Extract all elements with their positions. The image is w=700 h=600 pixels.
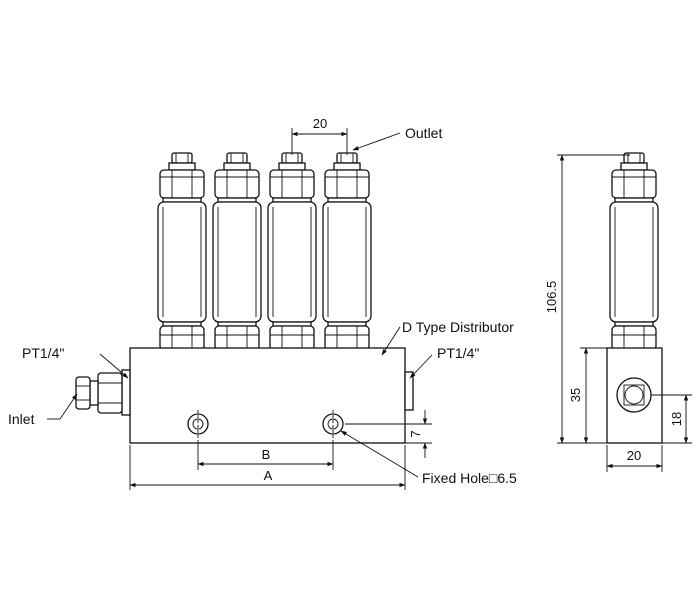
block-height-dimension: 35: [568, 388, 583, 402]
a-dimension: A: [264, 468, 273, 483]
pitch-dimension: 20: [313, 116, 327, 131]
b-dimension: B: [262, 447, 271, 462]
side-valve: [609, 152, 659, 351]
fixed-hole-label: Fixed Hole□6.5: [422, 470, 517, 486]
hole-height-dimension: 18: [669, 412, 684, 426]
valve-4: [322, 152, 372, 351]
mounting-hole-left: [187, 410, 209, 438]
side-port: [616, 377, 652, 413]
valve-1: [157, 152, 207, 351]
front-view: 20 B A 7 Outlet D Type Distributor PT1/4…: [8, 116, 517, 490]
block-width-dimension: 20: [627, 448, 641, 463]
mounting-hole-right: [322, 410, 344, 438]
distributor-block: [129, 347, 406, 444]
inlet-fitting: [75, 369, 131, 416]
side-view: 106.5 35 18 20: [544, 152, 692, 472]
right-port: [404, 371, 414, 411]
total-height-dimension: 106.5: [544, 281, 559, 314]
inlet-label: Inlet: [8, 411, 35, 427]
valve-3: [267, 152, 317, 351]
valve-2: [212, 152, 262, 351]
pt-left-label: PT1/4": [22, 345, 64, 361]
d-type-label: D Type Distributor: [402, 319, 514, 335]
pt-right-label: PT1/4": [437, 345, 479, 361]
hole-offset-dimension: 7: [408, 430, 423, 437]
outlet-label: Outlet: [405, 125, 442, 141]
